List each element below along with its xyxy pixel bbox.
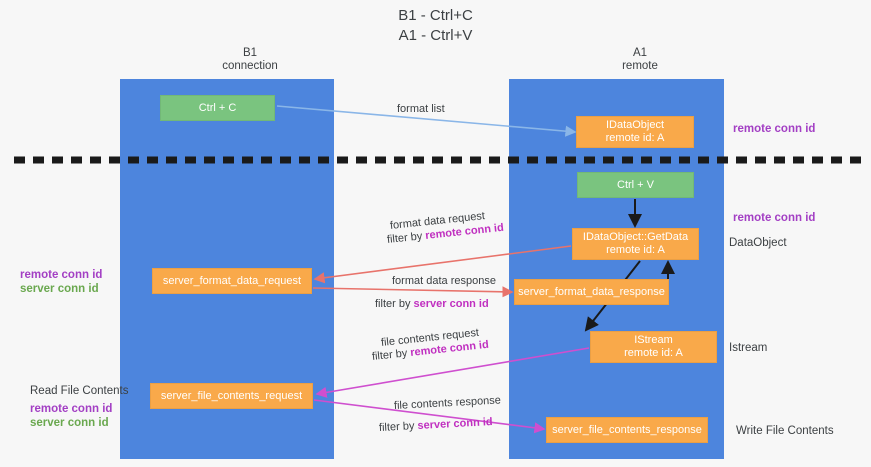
box-server-file-contents-response[interactable]: server_file_contents_response (546, 417, 708, 443)
label-format-list: format list (397, 103, 445, 115)
label-file-contents-response: file contents response (393, 394, 502, 412)
annotation-conn-ids-top: remote conn id server conn id (20, 268, 102, 296)
annotation-server-conn-id-left-top: server conn id (20, 283, 99, 295)
filter-by-prefix-4: filter by (378, 419, 418, 434)
box-idataobject-getdata[interactable]: IDataObject::GetData remote id: A (572, 228, 699, 260)
box-istream-id: remote id: A (624, 347, 683, 359)
column-header-b1: B1 connection (222, 47, 278, 72)
annotation-read-file-contents: Read File Contents (30, 385, 129, 397)
annotation-remote-conn-id-left-top: remote conn id (20, 269, 103, 281)
box-istream-name: IStream (634, 334, 673, 346)
box-ctrl-v-label: Ctrl + V (617, 178, 654, 191)
filter-by-prefix-2: filter by (375, 298, 414, 310)
column-header-a1: A1 remote (622, 47, 658, 72)
filter-by-prefix-1: filter by (386, 230, 426, 246)
annotation-remote-conn-id-left-bottom: remote conn id (30, 403, 113, 415)
box-ctrl-v[interactable]: Ctrl + V (577, 172, 694, 198)
box-server-format-data-response-label: server_format_data_response (518, 285, 665, 298)
box-getdata-name: IDataObject::GetData (582, 231, 689, 243)
filter-by-value-server-1: server conn id (413, 298, 489, 310)
box-server-format-data-request[interactable]: server_format_data_request (152, 268, 312, 294)
annotation-remote-conn-id-top: remote conn id (733, 123, 816, 135)
box-idataobject-name: IDataObject (605, 119, 665, 131)
annotation-istream: Istream (729, 342, 768, 354)
filter-by-value-server-2: server conn id (417, 416, 493, 432)
box-ctrl-c[interactable]: Ctrl + C (160, 95, 275, 121)
annotation-conn-ids-bottom: remote conn id server conn id (30, 402, 112, 430)
arrow-format-data-response (312, 286, 514, 298)
box-istream[interactable]: IStream remote id: A (590, 331, 717, 363)
annotation-write-file-contents: Write File Contents (736, 425, 834, 437)
box-server-file-contents-response-label: server_file_contents_response (552, 423, 702, 436)
box-getdata-id: remote id: A (606, 244, 665, 256)
box-server-format-data-response[interactable]: server_format_data_response (514, 279, 669, 305)
label-filter-by-server-conn-id-2: filter by server conn id (379, 415, 493, 435)
filter-by-prefix-3: filter by (371, 347, 411, 363)
box-server-file-contents-request[interactable]: server_file_contents_request (150, 383, 313, 409)
box-idataobject[interactable]: IDataObject remote id: A (576, 116, 694, 148)
label-filter-by-server-conn-id-1: filter by server conn id (375, 297, 489, 311)
box-server-format-data-request-label: server_format_data_request (162, 274, 302, 287)
label-format-data-response: format data response (392, 275, 496, 287)
box-ctrl-c-label: Ctrl + C (198, 101, 237, 114)
annotation-data-object: DataObject (729, 237, 787, 249)
annotation-remote-conn-id-mid: remote conn id (733, 212, 816, 224)
annotation-server-conn-id-left-bottom: server conn id (30, 417, 109, 429)
page-title: B1 - Ctrl+C A1 - Ctrl+V (398, 7, 473, 44)
box-server-file-contents-request-label: server_file_contents_request (160, 389, 303, 402)
box-idataobject-id: remote id: A (605, 132, 665, 144)
